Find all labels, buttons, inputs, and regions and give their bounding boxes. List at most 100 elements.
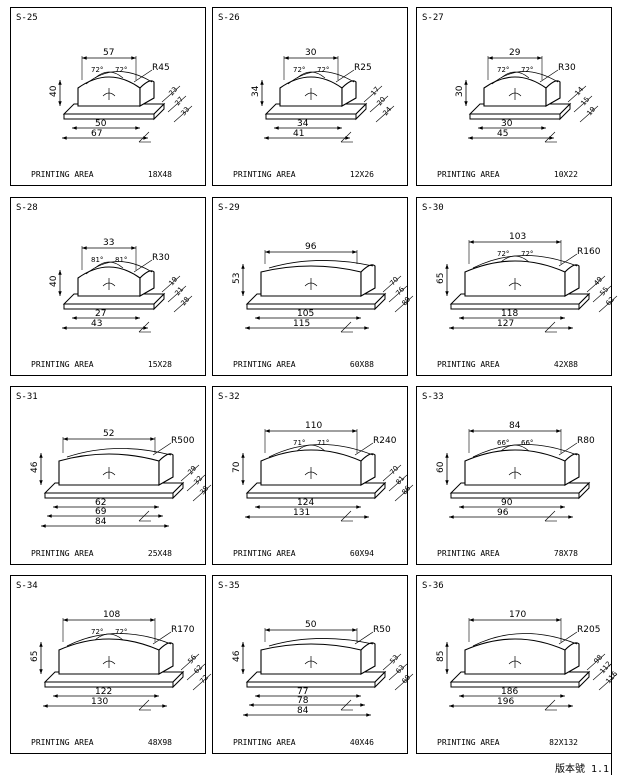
bottom-dimension-label: 130 [91,697,108,707]
height-dimension-line-arrowhead [241,480,245,485]
mid-dimension-label: 50 [95,119,107,129]
iso-indicator [138,699,150,711]
depth-dimension-label: 62 [192,663,204,675]
depth-dimension-line [382,464,402,482]
margin-rule [611,752,612,775]
iso-indicator [544,699,556,711]
depth-dimension-label: 32 [192,474,204,486]
apex-angle-right: 72° [521,66,533,74]
pad-side-face [139,80,155,107]
depth-dimension-line [567,85,587,103]
depth-dimension-line [186,474,206,492]
height-dimension-label: 60 [436,461,446,473]
radius-label: R205 [577,625,600,635]
apex-angle-left: 81° [91,256,103,264]
height-dimension-line-arrowhead [241,453,245,458]
radius-label: R170 [171,625,195,635]
radius-leader [133,259,153,273]
depth-dimension-line [375,105,395,123]
top-dimension-line-arrowhead [556,618,561,622]
top-dimension-label: 57 [103,48,114,58]
printing-area-label: PRINTING AREA [233,738,296,747]
mid-dimension-label: 77 [297,687,308,697]
apex-angle-right: 72° [521,250,533,258]
apex-angle-arc [94,71,124,79]
top-dimension-label: 110 [305,421,322,431]
depth-dimension-line [161,275,181,293]
depth-dimension-line [363,85,383,103]
base-plate-side [172,670,184,689]
printing-area-size: 60X88 [349,360,374,369]
depth-dimension-line [180,464,200,482]
iso-indicator [138,131,150,143]
bottom-dimension-line-arrowhead [449,704,454,708]
height-dimension-line-arrowhead [445,642,449,647]
bottom-dimension-label: 43 [91,319,102,329]
radius-leader [152,631,172,645]
depth-dimension-label: 62 [604,295,616,307]
depth-dimension-label: 29 [186,464,198,476]
height-dimension-label: 70 [232,461,242,473]
base-plate-side [374,292,386,311]
bottom-dimension-line-arrowhead [568,515,573,519]
height-dimension-label: 53 [232,273,242,284]
top-dimension-line-arrowhead [265,628,270,632]
bottom-dimension-line-arrowhead [449,515,454,519]
top-dimension-line-arrowhead [82,246,87,250]
pad-top-edge [268,260,374,269]
bottom-dimension-label: 41 [293,129,304,139]
top-dimension-line-arrowhead [131,56,136,60]
pad-side-face [564,264,580,297]
depth-dimension-label: 98 [592,653,604,665]
bottom-dimension-line-arrowhead [162,704,167,708]
apex-angle-arc [500,255,530,263]
height-dimension-line-arrowhead [39,480,43,485]
mid-dimension-label: 34 [297,119,309,129]
depth-dimension-label: 70 [388,464,400,476]
bottom-dimension-line-arrowhead [468,136,473,140]
printing-area-label: PRINTING AREA [31,170,94,179]
apex-angle-left: 66° [497,439,509,447]
height-dimension-line-arrowhead [464,101,468,106]
printing-area-label: PRINTING AREA [31,549,94,558]
radius-label: R45 [152,63,170,73]
radius-leader [335,69,355,83]
bottom-dimension-line-arrowhead [62,136,67,140]
bottom-dimension-label: 84 [297,706,309,716]
bottom-dimension-line-arrowhead [264,136,269,140]
mid2-dimension-line-arrowhead [249,703,254,707]
bottom-dimension-line-arrowhead [449,326,454,330]
mid-dimension-line-arrowhead [72,316,77,320]
depth-dimension-label: 15 [579,95,591,107]
top-dimension-line-arrowhead [82,56,87,60]
mid-dimension-label: 30 [501,119,513,129]
iso-indicator [340,699,352,711]
top-dimension-line-arrowhead [469,240,474,244]
height-dimension-line-arrowhead [464,80,468,85]
radius-label: R25 [354,63,372,73]
printing-area-size: 78X78 [553,549,578,558]
mid-dimension-line-arrowhead [541,126,546,130]
radius-label: R240 [373,436,397,446]
depth-dimension-line [592,663,612,681]
mid-dimension-line-arrowhead [337,126,342,130]
mid-dimension-line-arrowhead [274,126,279,130]
depth-dimension-label: 53 [388,653,400,665]
bottom-dimension-line-arrowhead [364,515,369,519]
height-dimension-line-arrowhead [58,101,62,106]
mid2-dimension-line-arrowhead [360,703,365,707]
depth-dimension-line [167,95,187,113]
apex-angle-left: 72° [497,250,509,258]
radius-leader [133,69,153,83]
pad-code: S-26 [218,13,240,23]
pad-side-face [545,80,561,107]
